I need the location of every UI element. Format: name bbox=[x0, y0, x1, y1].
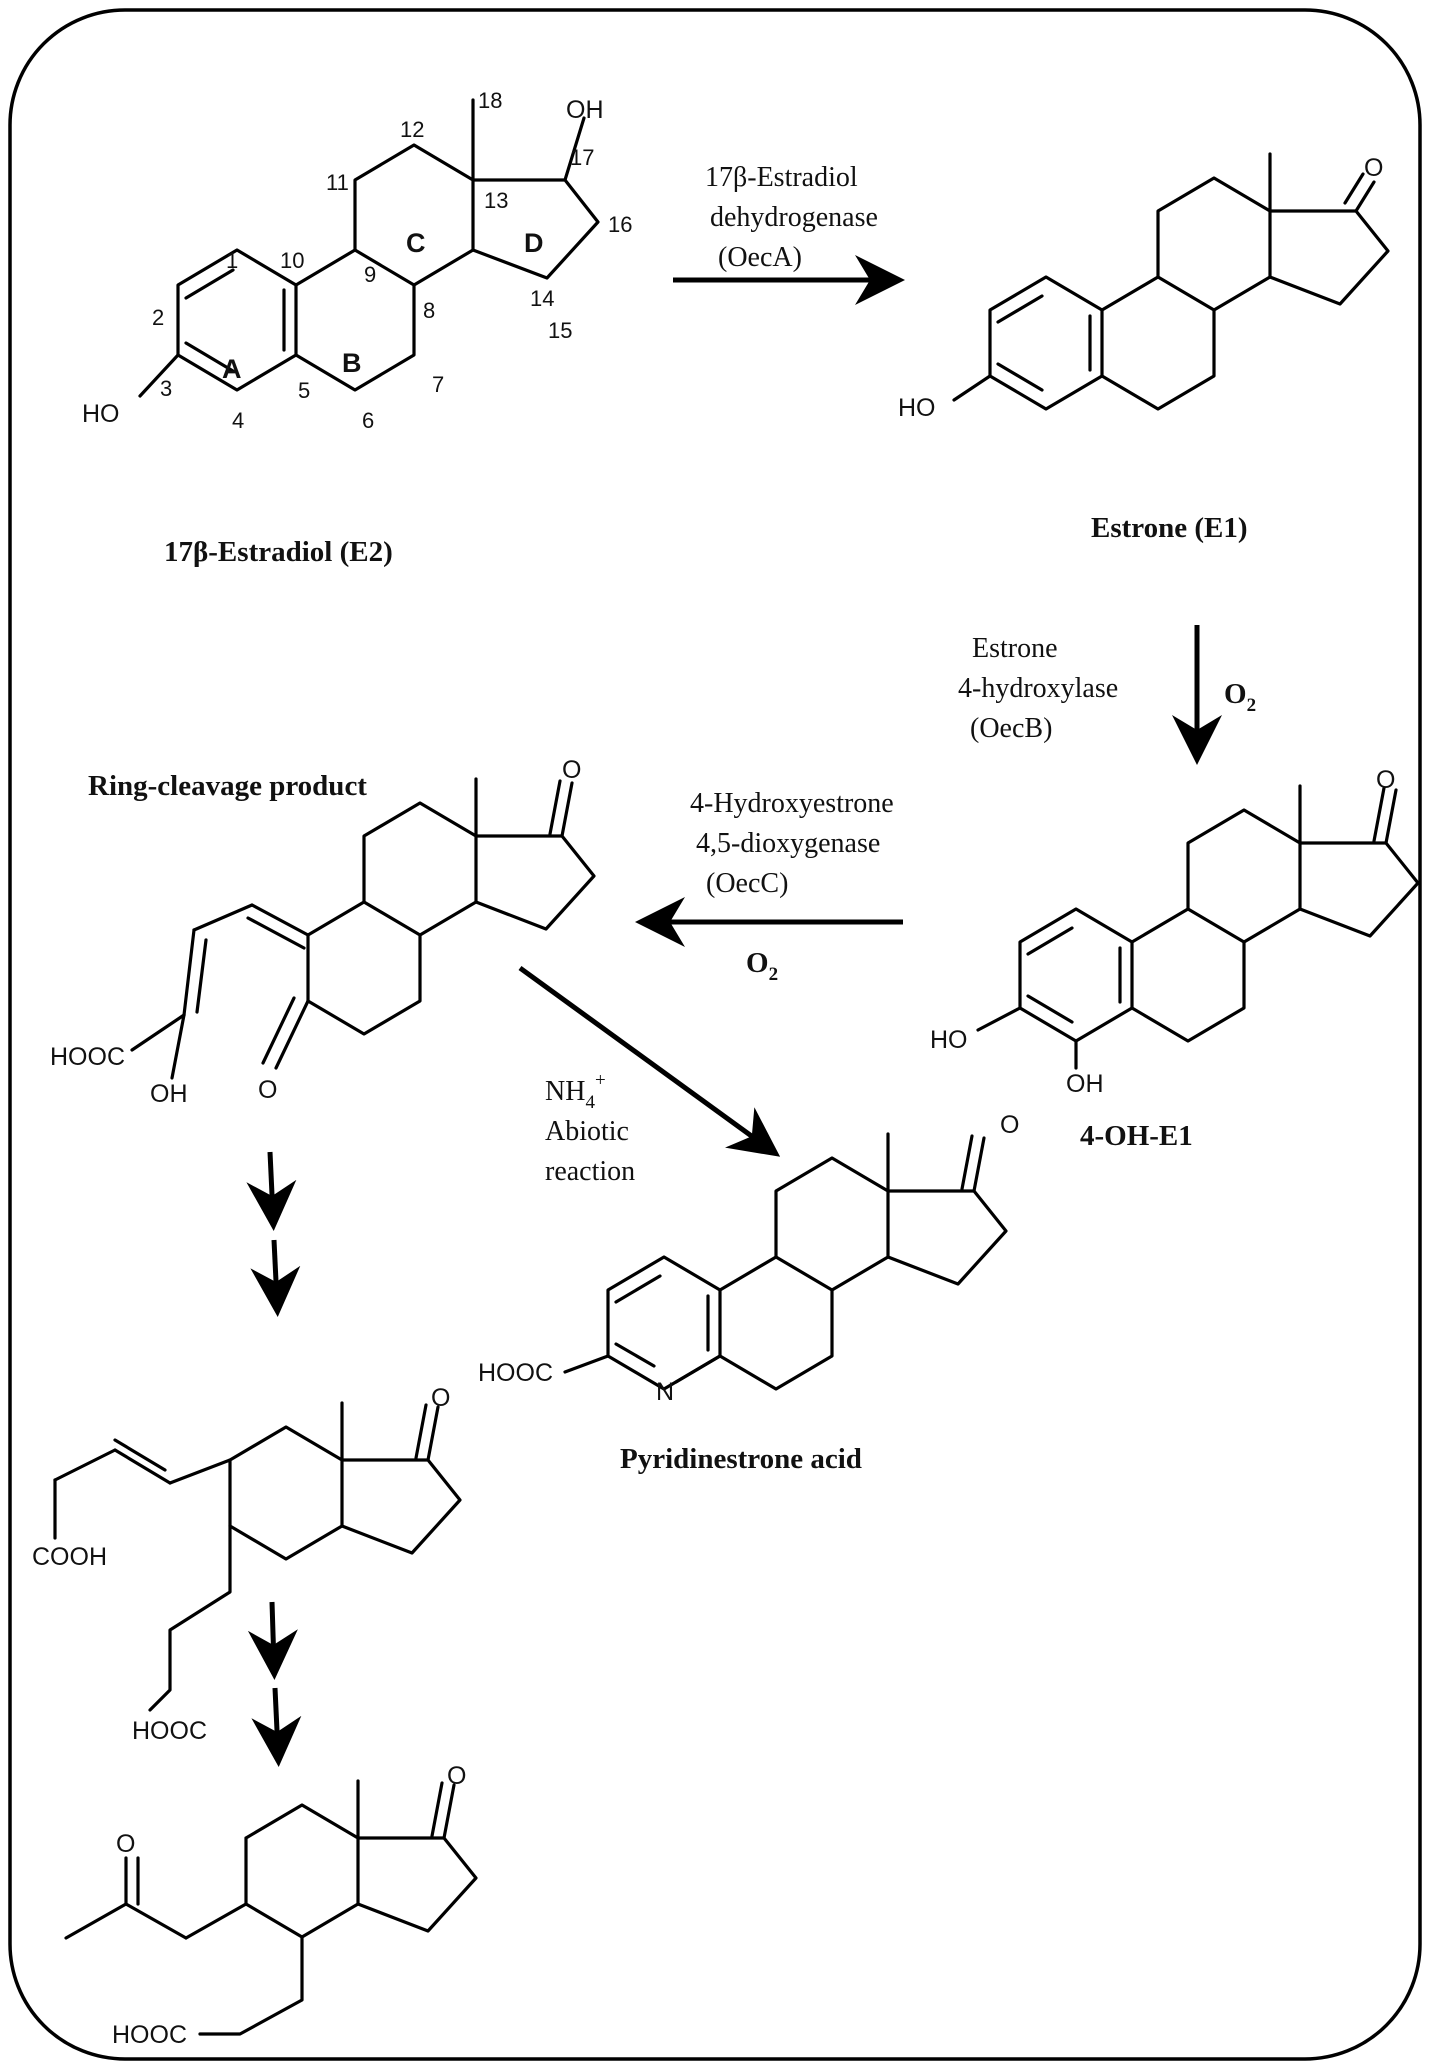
atom-number-12: 12 bbox=[400, 117, 424, 142]
e2-name: 17β-Estradiol (E2) bbox=[164, 536, 393, 568]
double-arrow-2b bbox=[251, 1687, 302, 1767]
atom-number-16: 16 bbox=[608, 212, 632, 237]
atom-number-11: 11 bbox=[326, 170, 349, 195]
double-arrow-1b bbox=[250, 1239, 301, 1317]
r4-reagent: NH4+ bbox=[545, 1070, 606, 1113]
e1-o-label: O bbox=[1364, 154, 1383, 182]
atom-number-18: 18 bbox=[478, 88, 502, 113]
r2-oxygen: O2 bbox=[1224, 678, 1256, 716]
rc-oh-label: OH bbox=[150, 1080, 188, 1108]
double-arrow-2a bbox=[247, 1601, 298, 1680]
4oh-e1-structure bbox=[976, 784, 1420, 1070]
int1-hooc-label: HOOC bbox=[132, 1717, 207, 1745]
int2-o-methylketone-label: O bbox=[116, 1830, 135, 1858]
4oh-e1-name: 4-OH-E1 bbox=[1080, 1120, 1193, 1152]
ring-a-label: A bbox=[222, 354, 242, 384]
r2-enzyme-line3: (OecB) bbox=[970, 713, 1052, 744]
atom-number-17: 17 bbox=[570, 145, 594, 170]
e1-name: Estrone (E1) bbox=[1091, 512, 1248, 544]
arrow-ringcleavage-to-pyridinestrone bbox=[518, 965, 781, 1157]
pyridinestrone-name: Pyridinestrone acid bbox=[620, 1443, 862, 1475]
r2-enzyme-line1: Estrone bbox=[972, 633, 1058, 664]
atom-number-13: 13 bbox=[484, 188, 508, 213]
r3-oxygen: O2 bbox=[746, 947, 778, 985]
e2-ho-label: HO bbox=[82, 400, 120, 428]
r3-enzyme-line1: 4-Hydroxyestrone bbox=[690, 788, 894, 819]
r1-enzyme-line3: (OecA) bbox=[718, 242, 802, 273]
ring-cleavage-structure bbox=[130, 777, 596, 1080]
r2-enzyme-line2: 4-hydroxylase bbox=[958, 673, 1118, 704]
estradiol-structure bbox=[138, 98, 600, 398]
4oh-oh-label: OH bbox=[1066, 1070, 1104, 1098]
rc-o-ketone-label: O bbox=[258, 1076, 277, 1104]
int2-o-label: O bbox=[447, 1762, 466, 1790]
double-arrow-1a bbox=[246, 1151, 297, 1231]
atom-number-3: 3 bbox=[160, 376, 172, 401]
ring-cleavage-name: Ring-cleavage product bbox=[88, 770, 367, 802]
r3-enzyme-line2: 4,5-dioxygenase bbox=[696, 828, 880, 859]
int1-cooh-label: COOH bbox=[32, 1543, 107, 1571]
intermediate2-structure bbox=[64, 1779, 478, 2036]
py-hooc-label: HOOC bbox=[478, 1359, 553, 1387]
r4-line2: Abiotic bbox=[545, 1116, 629, 1147]
estrone-structure bbox=[952, 152, 1390, 411]
atom-number-6: 6 bbox=[362, 408, 374, 433]
intermediate1-structure bbox=[53, 1401, 462, 1712]
e1-ho-label: HO bbox=[898, 394, 936, 422]
4oh-ho-label: HO bbox=[930, 1026, 968, 1054]
rc-hooc-label: HOOC bbox=[50, 1043, 125, 1071]
atom-number-8: 8 bbox=[423, 298, 435, 323]
rc-o-top-label: O bbox=[562, 756, 581, 784]
atom-number-4: 4 bbox=[232, 408, 244, 433]
ring-c-label: C bbox=[406, 228, 426, 258]
atom-number-15: 15 bbox=[548, 318, 572, 343]
4oh-o-label: O bbox=[1376, 766, 1395, 794]
int2-hooc-label: HOOC bbox=[112, 2021, 187, 2049]
atom-number-2: 2 bbox=[152, 305, 164, 330]
atom-number-1: 1 bbox=[226, 248, 238, 273]
int1-o-label: O bbox=[431, 1384, 450, 1412]
atom-number-7: 7 bbox=[432, 372, 444, 397]
r3-enzyme-line3: (OecC) bbox=[706, 868, 788, 899]
e2-oh-label: OH bbox=[566, 96, 604, 124]
r1-enzyme-line2: dehydrogenase bbox=[710, 202, 878, 233]
outer-frame bbox=[8, 8, 1422, 2061]
py-o-label: O bbox=[1000, 1111, 1019, 1139]
ring-d-label: D bbox=[524, 228, 544, 258]
ring-b-label: B bbox=[342, 348, 362, 378]
py-n-label: N bbox=[656, 1378, 674, 1406]
atom-number-10: 10 bbox=[280, 248, 304, 273]
r1-enzyme-line1: 17β-Estradiol bbox=[705, 162, 858, 193]
r4-line3: reaction bbox=[545, 1156, 635, 1187]
atom-number-5: 5 bbox=[298, 378, 310, 403]
atom-number-14: 14 bbox=[530, 286, 554, 311]
atom-number-9: 9 bbox=[364, 262, 376, 287]
pyridinestrone-structure bbox=[563, 1132, 1008, 1391]
